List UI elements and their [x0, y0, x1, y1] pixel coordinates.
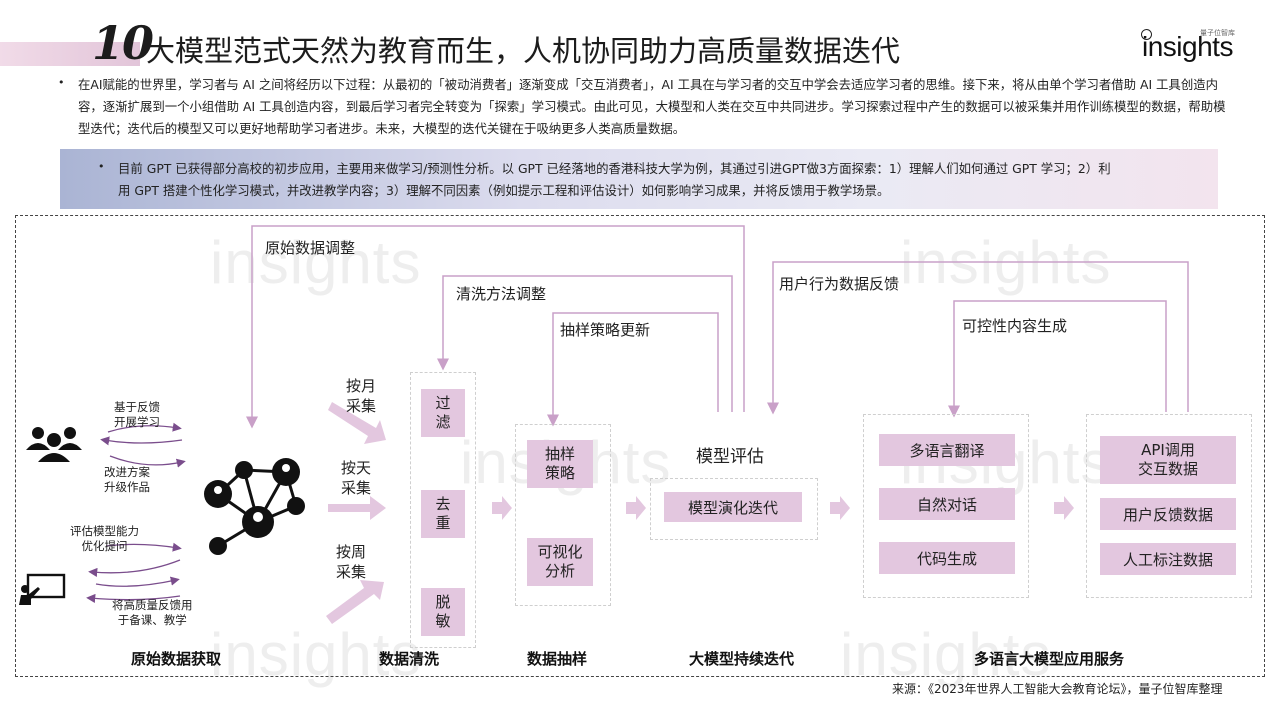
page-title: 大模型范式天然为教育而生，人机协同助力高质量数据迭代 [146, 34, 901, 68]
multilingual-code: 代码生成 [879, 542, 1015, 574]
logo: insights [1142, 31, 1233, 62]
section-label-cleaning: 数据清洗 [379, 650, 440, 668]
loop-label-raw-adjust: 原始数据调整 [265, 239, 356, 257]
loop-raw-adjust [246, 225, 745, 429]
source-note: 来源：《2023年世界人工智能大会教育论坛》，量子位智库整理 [892, 682, 1223, 696]
cleaning-dedup: 去 重 [421, 490, 465, 538]
feedback-label-4: 将高质量反馈用 于备课、教学 [112, 598, 193, 627]
bullet-icon: • [98, 160, 105, 173]
service-api-data: API调用 交互数据 [1100, 436, 1236, 484]
section-label-iteration: 大模型持续迭代 [689, 650, 795, 668]
feedback-label-2: 改进方案 升级作品 [104, 465, 150, 494]
collect-monthly-label: 按月 采集 [346, 377, 377, 415]
intro-paragraph: 在AI赋能的世界里，学习者与 AI 之间将经历以下过程：从最初的「被动消费者」逐… [78, 77, 1226, 136]
teacher-board-icon [19, 573, 66, 605]
service-annotation: 人工标注数据 [1100, 543, 1236, 575]
sampling-strategy: 抽样 策略 [527, 440, 593, 488]
evaluation-evolve: 模型演化迭代 [664, 492, 802, 522]
loop-label-sampling-update: 抽样策略更新 [560, 321, 651, 339]
logo-subtitle: 量子位智库 [1200, 29, 1235, 37]
diagram-frame [15, 215, 1265, 677]
service-group [1086, 414, 1252, 598]
watermark: insights [210, 229, 422, 296]
loop-label-user-feedback: 用户行为数据反馈 [779, 275, 900, 293]
loop-clean-adjust [437, 275, 733, 412]
loop-controllable [948, 300, 1167, 418]
section-label-acquisition: 原始数据获取 [131, 650, 222, 668]
bullet-icon: • [58, 76, 65, 89]
sampling-visual-analysis: 可视化 分析 [527, 538, 593, 586]
multilingual-dialog: 自然对话 [879, 488, 1015, 520]
section-label-service: 多语言大模型应用服务 [974, 650, 1125, 668]
title-accent-band [0, 42, 140, 66]
gpt-paragraph: 目前 GPT 已获得部分高校的初步应用，主要用来做学习/预测性分析。以 GPT … [118, 161, 1111, 198]
logo-circle-icon [1141, 29, 1152, 40]
evaluation-title: 模型评估 [696, 447, 764, 467]
feedback-label-1: 基于反馈 开展学习 [114, 400, 160, 429]
sampling-group [515, 424, 611, 606]
cleaning-filter: 过 滤 [421, 389, 465, 437]
group-users-icon [26, 427, 82, 462]
loop-user-feedback [767, 261, 1189, 415]
evaluation-group [650, 478, 818, 540]
cleaning-group [410, 372, 476, 648]
loop-sampling-update [547, 312, 719, 427]
collect-daily-label: 按天 采集 [341, 459, 372, 497]
loop-label-clean-adjust: 清洗方法调整 [456, 285, 547, 303]
cleaning-desensitize: 脱 敏 [421, 588, 465, 636]
feedback-label-3: 评估模型能力 优化提问 [70, 524, 139, 553]
loop-label-controllable: 可控性内容生成 [962, 317, 1068, 335]
network-nodes-icon [204, 458, 305, 555]
page-number: 10 [92, 16, 154, 70]
gpt-highlight-box [60, 149, 1218, 209]
collect-weekly-label: 按周 采集 [336, 543, 367, 581]
multilingual-translate: 多语言翻译 [879, 434, 1015, 466]
multilingual-group [863, 414, 1029, 598]
service-user-feedback: 用户反馈数据 [1100, 498, 1236, 530]
section-label-sampling: 数据抽样 [527, 650, 588, 668]
